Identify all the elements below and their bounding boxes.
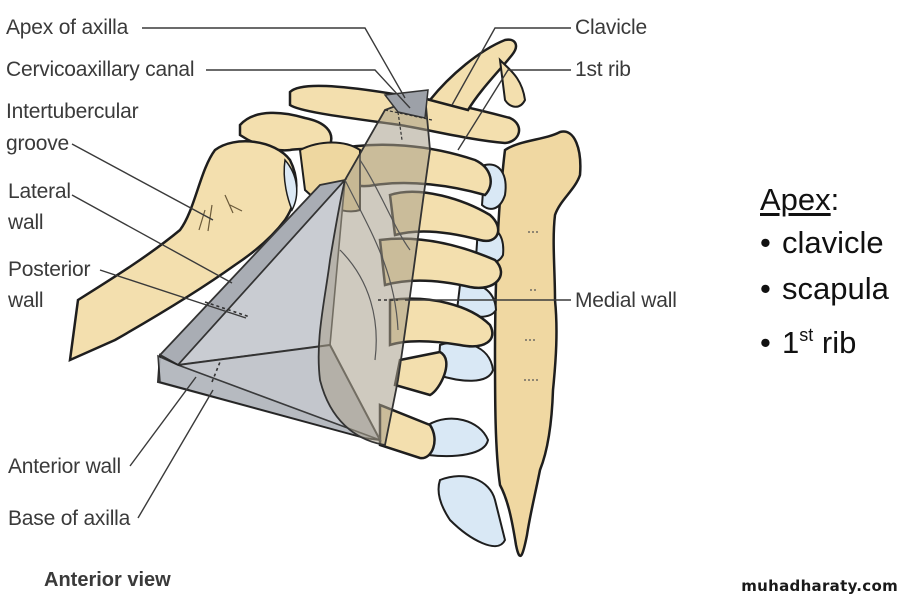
label-intertubercular-groove-line1: Intertubercular [6, 100, 139, 123]
label-posterior-wall-line1: Posterior [8, 258, 91, 281]
notes-item: • scapula [760, 266, 889, 312]
bullet-icon: • [760, 271, 771, 306]
label-apex-of-axilla: Apex of axilla [6, 16, 129, 39]
costal-cartilages [427, 163, 507, 547]
notes-heading-text: Apex [760, 182, 831, 217]
humerus [68, 140, 298, 363]
label-posterior-wall-line2: wall [8, 289, 44, 312]
watermark: muhadharaty.com [741, 577, 898, 595]
notes-item-text: clavicle [782, 225, 884, 260]
leader-lines [71, 27, 571, 519]
label-base-of-axilla: Base of axilla [8, 507, 131, 530]
notes-heading: Apex: [760, 180, 889, 220]
label-medial-wall: Medial wall [575, 289, 677, 312]
label-anterior-wall: Anterior wall [8, 455, 121, 478]
notes-item-text: scapula [782, 271, 889, 306]
sternum [493, 130, 582, 558]
figure-caption: Anterior view [44, 569, 171, 591]
label-lateral-wall-line1: Lateral [8, 180, 71, 203]
label-first-rib: 1st rib [575, 58, 631, 81]
notes-item-superscript: st [799, 325, 814, 345]
label-clavicle: Clavicle [575, 16, 647, 39]
label-cervicoaxillary-canal: Cervicoaxillary canal [6, 58, 195, 81]
label-intertubercular-groove-line2: groove [6, 132, 70, 155]
bullet-icon: • [760, 225, 771, 260]
notes-item: • 1st rib [760, 312, 889, 366]
notes-item-text: 1 [782, 325, 800, 360]
notes-item: • clavicle [760, 220, 889, 266]
apex-notes: Apex: • clavicle • scapula • 1st rib [760, 180, 889, 366]
notes-item-text-rest: rib [813, 325, 857, 360]
label-lateral-wall-line2: wall [8, 211, 44, 234]
notes-heading-colon: : [830, 182, 840, 217]
bullet-icon: • [760, 325, 771, 360]
